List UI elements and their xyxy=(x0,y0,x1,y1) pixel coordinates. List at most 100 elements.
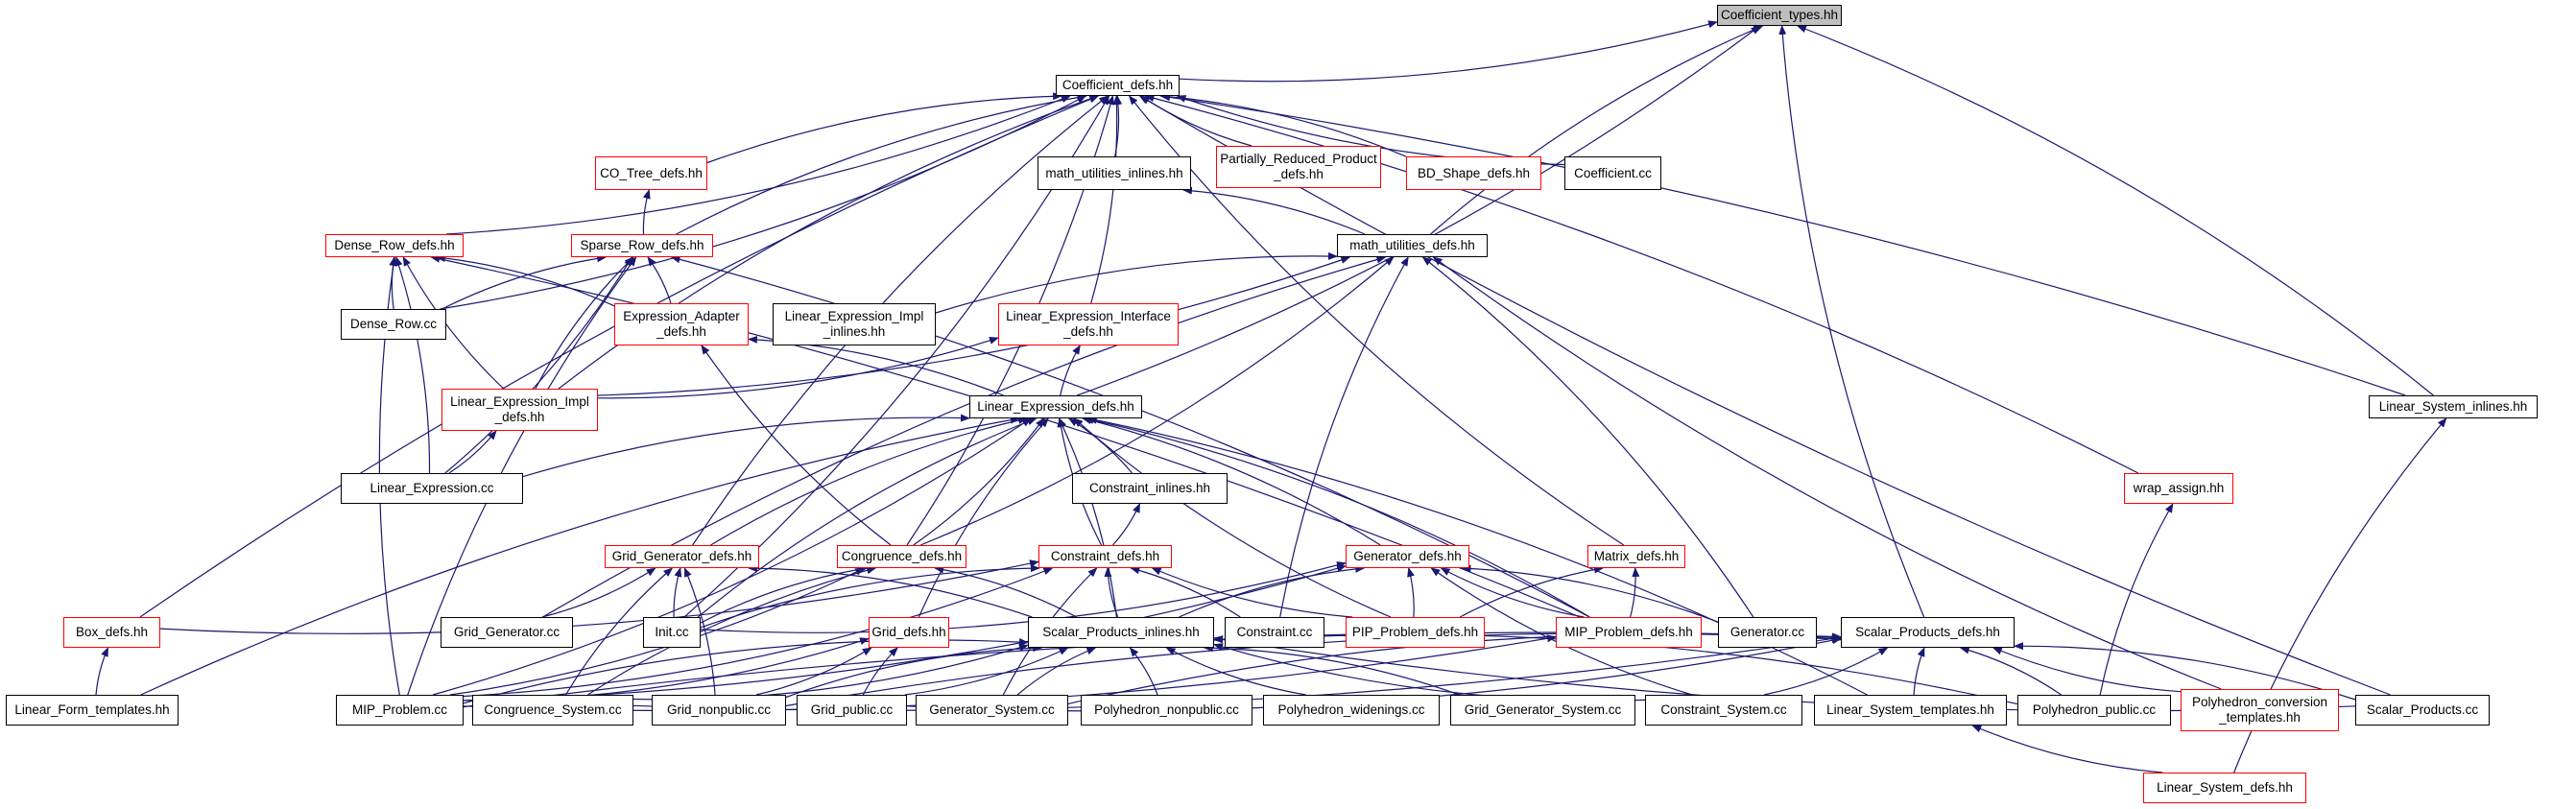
edge-linear-expression-impl-defs-to-linear-expression-interface-defs xyxy=(597,337,999,399)
node-constraint-cc[interactable]: Constraint.cc xyxy=(1225,617,1324,648)
edge-mip-problem-defs-to-linear-expression-defs xyxy=(1084,416,1590,618)
node-wrap-assign[interactable]: wrap_assign.hh xyxy=(2124,473,2233,504)
edge-linear-expression-impl-defs-to-sparse-row-defs xyxy=(535,256,634,390)
edge-linear-expression-cc-to-sparse-row-defs xyxy=(444,256,633,474)
node-co-tree-defs[interactable]: CO_Tree_defs.hh xyxy=(595,156,707,190)
edge-linear-expression-defs-to-linear-expression-interface-defs xyxy=(1060,345,1081,396)
node-grid-generator-system-cc[interactable]: Grid_Generator_System.cc xyxy=(1450,695,1635,726)
node-pip-problem-defs[interactable]: PIP_Problem_defs.hh xyxy=(1346,617,1485,648)
node-constraint-defs[interactable]: Constraint_defs.hh xyxy=(1038,545,1172,568)
node-coefficient-defs[interactable]: Coefficient_defs.hh xyxy=(1056,75,1180,96)
edge-grid-public-cc-to-scalar-products-inlines xyxy=(904,647,1069,696)
node-linear-form-templates[interactable]: Linear_Form_templates.hh xyxy=(6,695,179,726)
node-generator-system-cc[interactable]: Generator_System.cc xyxy=(916,695,1068,726)
edge-scalar-products-inlines-to-linear-expression-defs xyxy=(1058,417,1117,618)
node-bd-shape-defs[interactable]: BD_Shape_defs.hh xyxy=(1406,156,1541,190)
edge-congruence-defs-to-expression-adapter-defs xyxy=(701,345,892,546)
edge-linear-expression-impl-defs-to-math-utilities-defs xyxy=(597,256,1351,396)
node-generator-cc[interactable]: Generator.cc xyxy=(1718,617,1817,648)
node-constraint-system-cc[interactable]: Constraint_System.cc xyxy=(1645,695,1802,726)
node-polyhedron-nonpublic-cc[interactable]: Polyhedron_nonpublic.cc xyxy=(1081,695,1252,726)
node-polyhedron-conversion-templates[interactable]: Polyhedron_conversion _templates.hh xyxy=(2181,689,2339,731)
edge-polyhedron-widenings-cc-to-scalar-products-inlines xyxy=(1165,647,1306,696)
edge-polyhedron-nonpublic-cc-to-scalar-products-inlines xyxy=(1129,647,1158,696)
node-linear-system-inlines[interactable]: Linear_System_inlines.hh xyxy=(2369,395,2538,418)
node-scalar-products-inlines[interactable]: Scalar_Products_inlines.hh xyxy=(1028,617,1214,648)
edge-scalar-products-inlines-to-constraint-defs xyxy=(1104,567,1119,618)
node-box-defs[interactable]: Box_defs.hh xyxy=(63,617,160,648)
node-coefficient-types[interactable]: Coefficient_types.hh xyxy=(1717,5,1842,26)
edge-init-cc-to-congruence-defs xyxy=(700,565,869,624)
edge-grid-generator-defs-to-linear-expression-defs xyxy=(710,416,1028,546)
node-scalar-products-defs[interactable]: Scalar_Products_defs.hh xyxy=(1841,617,2015,648)
node-congruence-defs[interactable]: Congruence_defs.hh xyxy=(837,545,966,568)
node-sparse-row-defs[interactable]: Sparse_Row_defs.hh xyxy=(571,234,713,257)
edge-pip-problem-defs-to-generator-defs xyxy=(1407,567,1415,618)
node-constraint-inlines[interactable]: Constraint_inlines.hh xyxy=(1072,473,1228,504)
edge-congruence-system-cc-to-grid-generator-defs xyxy=(564,567,674,696)
node-init-cc[interactable]: Init.cc xyxy=(643,617,701,648)
edge-mip-problem-cc-to-congruence-defs xyxy=(449,567,866,696)
edge-constraint-cc-to-math-utilities-defs xyxy=(1279,256,1409,618)
node-linear-expression-impl-defs[interactable]: Linear_Expression_Impl _defs.hh xyxy=(441,389,598,431)
edge-bd-shape-defs-to-coefficient-defs xyxy=(1159,92,1407,157)
node-linear-system-templates[interactable]: Linear_System_templates.hh xyxy=(1814,695,2007,726)
node-math-utilities-inlines[interactable]: math_utilities_inlines.hh xyxy=(1038,156,1191,190)
node-mip-problem-defs[interactable]: MIP_Problem_defs.hh xyxy=(1556,617,1702,648)
edge-pip-problem-defs-to-matrix-defs xyxy=(1459,565,1604,618)
edge-coefficient-defs-to-coefficient-types xyxy=(1179,20,1718,83)
node-polyhedron-widenings-cc[interactable]: Polyhedron_widenings.cc xyxy=(1263,695,1440,726)
node-grid-nonpublic-cc[interactable]: Grid_nonpublic.cc xyxy=(652,695,786,726)
node-mip-problem-cc[interactable]: MIP_Problem.cc xyxy=(336,695,464,726)
edge-pip-problem-defs-to-linear-expression-defs xyxy=(1073,417,1392,618)
edge-linear-expression-interface-defs-to-coefficient-defs xyxy=(1090,95,1121,304)
node-partially-reduced-product-defs[interactable]: Partially_Reduced_Product _defs.hh xyxy=(1216,146,1381,188)
node-congruence-system-cc[interactable]: Congruence_System.cc xyxy=(472,695,633,726)
node-dense-row-cc[interactable]: Dense_Row.cc xyxy=(341,309,446,340)
edge-scalar-products-defs-to-coefficient-types xyxy=(1778,25,1925,618)
edge-init-cc-to-generator-defs xyxy=(700,561,1347,633)
edge-dense-row-defs-to-coefficient-defs xyxy=(446,95,1071,235)
node-grid-defs[interactable]: Grid_defs.hh xyxy=(869,617,949,648)
edge-linear-expression-cc-to-linear-expression-impl-defs xyxy=(448,430,497,474)
edge-scalar-products-cc-to-scalar-products-defs xyxy=(2014,642,2356,701)
edge-sparse-row-defs-to-co-tree-defs xyxy=(642,189,651,235)
node-polyhedron-public-cc[interactable]: Polyhedron_public.cc xyxy=(2017,695,2171,726)
node-matrix-defs[interactable]: Matrix_defs.hh xyxy=(1587,545,1685,568)
node-scalar-products-cc[interactable]: Scalar_Products.cc xyxy=(2355,695,2490,726)
node-linear-expression-cc[interactable]: Linear_Expression.cc xyxy=(341,473,523,504)
edge-congruence-defs-to-linear-expression-defs xyxy=(913,417,1045,546)
edge-congruence-defs-to-math-utilities-defs xyxy=(919,256,1395,546)
edge-co-tree-defs-to-coefficient-defs xyxy=(706,92,1063,164)
edge-linear-form-templates-to-linear-expression-defs xyxy=(140,416,1020,696)
edge-linear-expression-cc-to-dense-row-defs xyxy=(394,256,431,474)
edge-linear-system-templates-to-scalar-products-defs xyxy=(1913,647,1925,696)
edge-mip-problem-cc-to-constraint-defs xyxy=(463,567,1054,698)
node-generator-defs[interactable]: Generator_defs.hh xyxy=(1346,545,1469,568)
node-math-utilities-defs[interactable]: math_utilities_defs.hh xyxy=(1337,234,1488,257)
edge-linear-expression-impl-inlines-to-math-utilities-defs xyxy=(935,251,1338,314)
edge-generator-system-cc-to-scalar-products-inlines xyxy=(1016,647,1097,696)
edge-init-cc-to-linear-expression-defs xyxy=(697,417,1038,618)
node-grid-public-cc[interactable]: Grid_public.cc xyxy=(797,695,907,726)
node-expression-adapter-defs[interactable]: Expression_Adapter _defs.hh xyxy=(614,303,749,345)
node-grid-generator-cc[interactable]: Grid_Generator.cc xyxy=(441,617,573,648)
node-coefficient-cc[interactable]: Coefficient.cc xyxy=(1564,156,1661,190)
edge-box-defs-to-constraint-defs xyxy=(159,559,1039,634)
edge-constraint-cc-to-constraint-defs xyxy=(1130,566,1241,618)
edge-linear-expression-impl-defs-to-dense-row-defs xyxy=(402,256,505,390)
node-linear-expression-interface-defs[interactable]: Linear_Expression_Interface _defs.hh xyxy=(998,303,1179,345)
node-linear-expression-impl-inlines[interactable]: Linear_Expression_Impl _inlines.hh xyxy=(773,303,936,345)
edge-pip-problem-defs-to-constraint-defs xyxy=(1151,567,1353,618)
edge-init-cc-to-grid-generator-defs xyxy=(673,567,682,618)
node-grid-generator-defs[interactable]: Grid_Generator_defs.hh xyxy=(605,545,759,568)
node-dense-row-defs[interactable]: Dense_Row_defs.hh xyxy=(325,234,464,257)
edge-box-defs-to-coefficient-defs xyxy=(139,95,1100,618)
edge-constraint-defs-to-constraint-inlines xyxy=(1111,503,1141,546)
edge-init-cc-to-constraint-defs xyxy=(700,564,1040,629)
edge-linear-expression-cc-to-linear-expression-defs xyxy=(522,414,970,478)
edge-grid-defs-to-linear-expression-defs xyxy=(918,417,1049,618)
edge-mip-problem-defs-to-matrix-defs xyxy=(1630,567,1640,618)
node-linear-expression-defs[interactable]: Linear_Expression_defs.hh xyxy=(969,395,1142,418)
node-linear-system-defs[interactable]: Linear_System_defs.hh xyxy=(2143,773,2306,803)
